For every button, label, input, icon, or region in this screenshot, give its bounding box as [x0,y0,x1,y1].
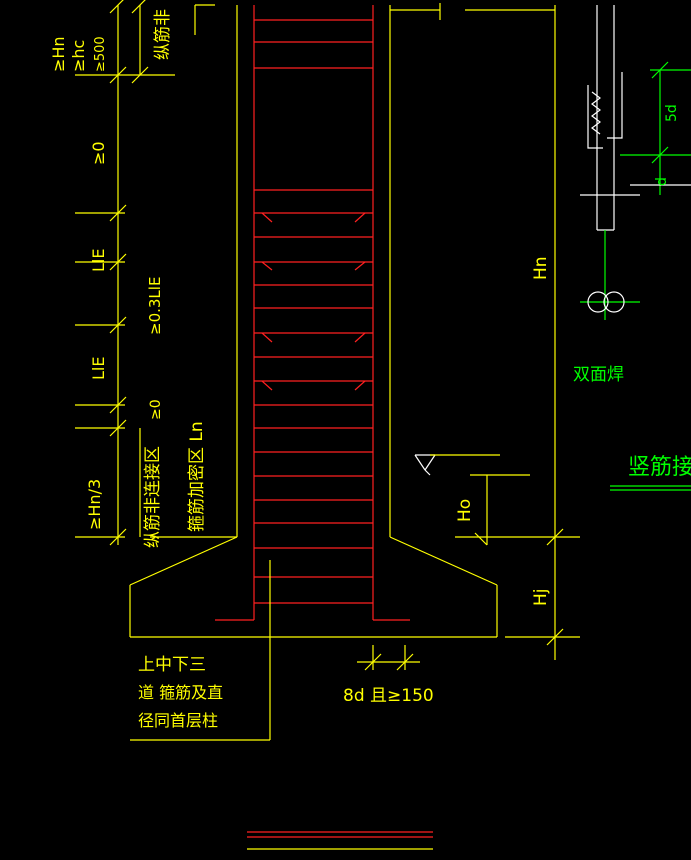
label-ge-0-bottom: ≥0 [148,399,164,420]
note-line-2: 道 箍筋及直 [138,683,223,702]
title-underline [610,485,691,491]
stirrups [254,19,373,604]
right-dimension-chain [414,5,580,660]
weld-detail [580,5,691,320]
label-500-ge: ≥500 [93,36,108,72]
left-dimension-chain [75,0,237,546]
label-zone-stirrup: 箍筋加密区 Ln [187,421,207,532]
label-lle-bottom: LlE [89,357,108,380]
label-d: d [654,177,670,186]
label-hn-right: Hn [531,256,551,280]
top-edge-lines [194,3,555,35]
note-line-3: 径同首层柱 [138,711,218,730]
label-zone-connect-top: 纵筋非 [153,9,173,60]
label-8d-150: 8d 且≥150 [343,686,434,706]
footer-lines [247,831,433,850]
label-double-weld: 双面焊 [573,365,624,385]
label-hn-ge: ≥Hn [49,36,68,72]
label-ge-hn3: ≥Hn/3 [85,479,104,530]
label-lle-top: LlE [89,249,108,272]
label-ho-right: Ho [455,499,475,522]
note-leader [130,560,271,741]
label-5d: 5d [664,104,680,122]
label-title-partial: 竖筋接头 [628,455,691,480]
note-line-1: 上中下三 [138,655,206,675]
label-ge-03lle: ≥0.3LlE [146,277,164,335]
label-hj-right: Hj [531,588,551,606]
column-outline [129,5,498,638]
label-zone-connect: 纵筋非连接区 [143,446,163,548]
label-hc-ge: ≥hc [69,40,88,72]
label-ge-0-top: ≥0 [89,141,108,165]
bottom-dimension [357,645,420,671]
longitudinal-rebars [215,5,410,621]
